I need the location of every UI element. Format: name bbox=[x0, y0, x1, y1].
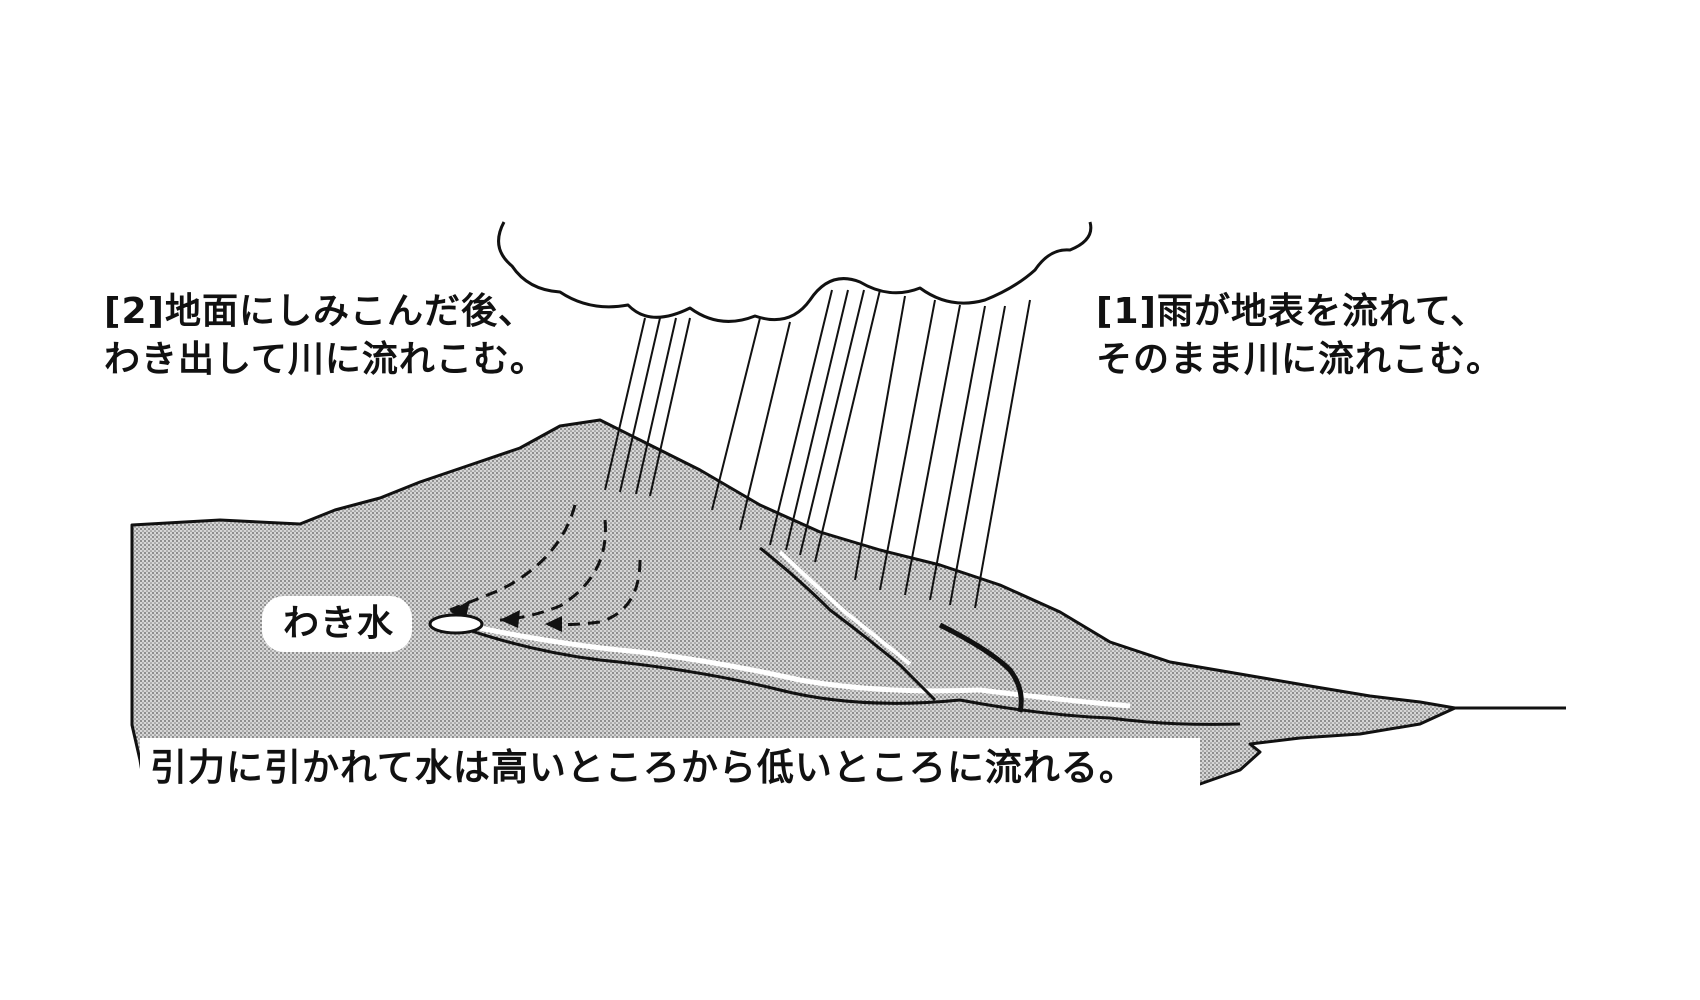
river-channel-inner bbox=[469, 623, 1131, 709]
underground-flow-2 bbox=[499, 519, 607, 622]
label-surface-flow-line2: そのまま川に流れこむ。 bbox=[1096, 339, 1504, 380]
label-subsurface-flow-line1: [2]地面にしみこんだ後、 bbox=[104, 291, 535, 332]
stream-from-hill bbox=[759, 546, 937, 702]
gravity-label-backing bbox=[140, 738, 1200, 794]
label-surface-flow-line1: [1]雨が地表を流れて、 bbox=[1096, 291, 1488, 332]
river-channel-lower bbox=[439, 618, 1241, 726]
rain-icon bbox=[604, 289, 1031, 609]
underground-flow-3 bbox=[544, 559, 642, 627]
stream-from-hill-inner bbox=[778, 550, 912, 666]
label-subsurface-flow: [2]地面にしみこんだ後、 わき出して川に流れこむ。 bbox=[104, 288, 547, 384]
ground-area bbox=[130, 418, 1457, 792]
label-subsurface-flow-line2: わき出して川に流れこむ。 bbox=[104, 339, 547, 380]
underground-flow-1 bbox=[449, 504, 577, 612]
label-spring-water: わき水 bbox=[283, 603, 395, 644]
label-surface-flow: [1]雨が地表を流れて、 そのまま川に流れこむ。 bbox=[1096, 288, 1503, 384]
cloud-icon bbox=[497, 221, 1093, 323]
arrow-icon bbox=[450, 600, 562, 632]
label-gravity: 引力に引かれて水は高いところから低いところに流れる。 bbox=[150, 746, 1137, 789]
stream-right bbox=[938, 622, 1024, 713]
spring-pond-icon bbox=[428, 613, 484, 635]
spring-label-backing bbox=[262, 596, 412, 652]
